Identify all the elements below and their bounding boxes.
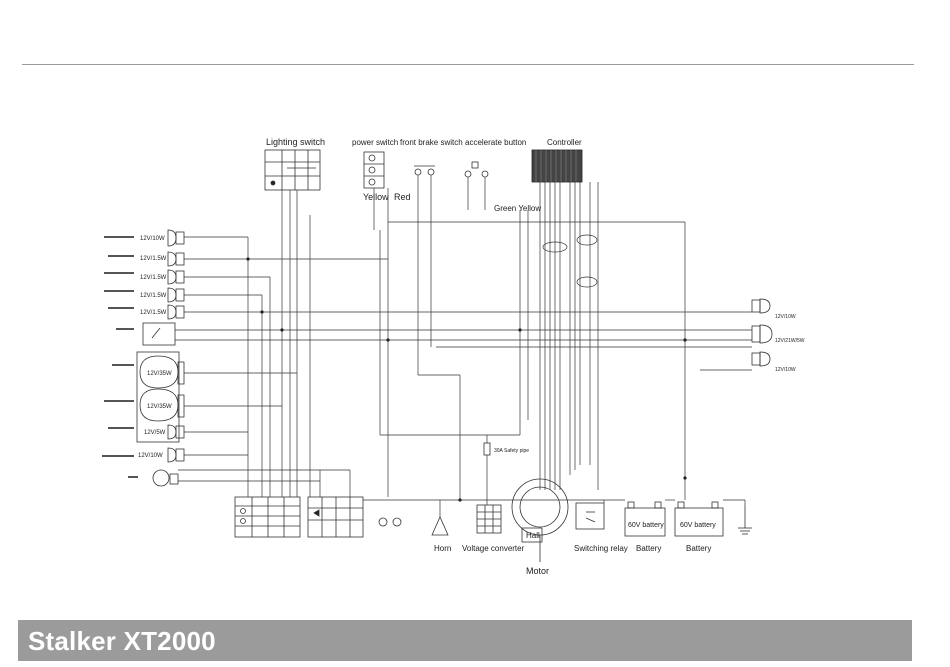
lamp-rating: 12V/10W [138,453,163,459]
model-title: Stalker XT2000 [28,626,216,656]
label-hall: Hall [526,531,540,540]
top-divider [22,64,914,65]
wires [175,175,752,517]
label-controller: Controller [547,138,582,147]
lamp-rating: 12V/10W [775,367,796,373]
left-annotations [102,236,138,478]
ground-symbol [738,505,752,535]
rear-lamps: 12V/10W 12V/21W/5W 12V/10W [751,298,805,373]
voltage-converter [476,504,502,534]
lamp-rating: 12V/10W [140,236,165,242]
label-power-switch: power switch [352,138,398,147]
left-handlebar-switch [234,496,301,538]
accelerate-button [464,161,489,178]
lamp-rating: 12V/1.5W [140,310,167,316]
label-motor: Motor [526,566,549,576]
switching-relay [575,502,605,530]
label-yellow: Yellow [363,192,389,202]
label-battery-1: Battery [636,544,661,553]
lamp-rating: 12V/1.5W [140,256,167,262]
label-red: Red [394,192,411,202]
lamp-rating: 12V/1.5W [140,293,167,299]
footer-bar: Stalker XT2000 [18,620,912,661]
power-switch [363,151,385,189]
left-lamps: 12V/10W 12V/1.5W 12V/1.5W 12V/1.5W 12V/1… [136,229,185,487]
lamp-rating: 12V/1.5W [140,275,167,281]
battery-rating: 60V battery [628,522,664,529]
label-lighting-switch: Lighting switch [266,137,325,147]
right-handlebar-switch [307,496,364,538]
headlamp-rating: 12V/35W [147,371,172,377]
lamp-rating: 12V/10W [775,314,796,320]
label-green-yellow: Green Yellow [494,204,541,213]
junctions [246,257,687,502]
safety-pipe [483,442,491,456]
front-brake-switch [414,165,435,176]
lamp-rating: 12V/5W [144,430,166,436]
label-safety-pipe: 30A Safety pipe [494,448,529,454]
battery-rating: 60V battery [680,522,716,529]
horn [378,516,449,536]
battery-1 [624,501,666,537]
label-voltage-converter: Voltage converter [462,544,525,553]
label-front-brake-switch: front brake switch [400,138,463,147]
headlamp-rating: 12V/35W [147,404,172,410]
label-horn: Horn [434,544,451,553]
controller [531,149,583,183]
lighting-switch [264,149,321,191]
battery-2 [674,501,724,537]
label-battery-2: Battery [686,544,711,553]
lamp-rating: 12V/21W/5W [775,338,805,344]
label-accelerate-button: accelerate button [465,138,526,147]
label-switching-relay: Switching relay [574,544,628,553]
